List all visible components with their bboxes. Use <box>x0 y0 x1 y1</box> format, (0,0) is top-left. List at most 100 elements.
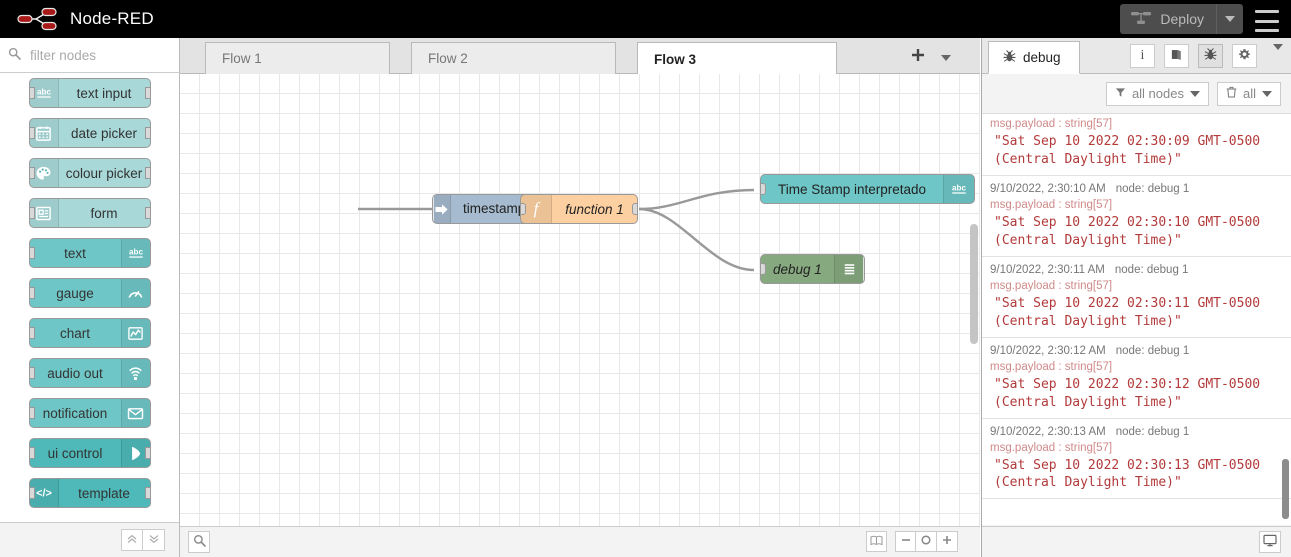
node-output-port[interactable] <box>632 203 637 215</box>
main-menu-button[interactable] <box>1255 8 1279 34</box>
clear-messages-button[interactable]: all <box>1216 81 1281 106</box>
palette-node-label: audio out <box>47 365 103 381</box>
node-input-port[interactable] <box>29 207 35 219</box>
debug-toggle-button[interactable] <box>863 255 864 283</box>
palette-node-chart[interactable]: chart <box>0 313 179 353</box>
node-input-port[interactable] <box>29 167 35 179</box>
node-input-port[interactable] <box>29 487 35 499</box>
debug-source-node[interactable]: node: debug 1 <box>1115 344 1190 357</box>
debug-message[interactable]: msg.payload : string[57]"Sat Sep 10 2022… <box>982 114 1291 176</box>
palette-node-ui-control[interactable]: ui control <box>0 433 179 473</box>
palette-node[interactable]: form <box>28 198 151 228</box>
navigator-button[interactable] <box>866 531 887 552</box>
sidebar-tabs-menu-button[interactable] <box>1273 44 1283 65</box>
node-input-port[interactable] <box>29 407 35 419</box>
node-input-port[interactable] <box>29 87 35 99</box>
deploy-options-button[interactable] <box>1216 4 1243 34</box>
canvas-search-button[interactable] <box>188 531 210 553</box>
palette-node-colour-picker[interactable]: colour picker <box>0 153 179 193</box>
debug-lines-icon <box>833 255 864 283</box>
debug-source-node[interactable]: node: debug 1 <box>1115 425 1190 438</box>
node-input-port[interactable] <box>29 327 35 339</box>
collapse-all-button[interactable] <box>121 529 143 551</box>
sidebar-button-help[interactable] <box>1164 44 1189 68</box>
abc-icon: abc <box>29 79 59 107</box>
palette-node[interactable]: colour picker <box>28 158 151 188</box>
inject-trigger-button[interactable] <box>433 195 434 223</box>
zoom-in-button[interactable] <box>937 531 958 552</box>
node-input-port[interactable] <box>521 203 526 215</box>
palette-node[interactable]: notification <box>28 398 151 428</box>
flow-node-inject[interactable]: timestamp ↻ <box>432 194 537 224</box>
canvas-vertical-scrollbar[interactable] <box>970 224 978 344</box>
palette-node[interactable]: date picker <box>28 118 151 148</box>
open-dashboard-button[interactable] <box>1259 531 1281 553</box>
filter-nodes-input[interactable] <box>28 46 172 64</box>
node-input-port[interactable] <box>761 183 766 195</box>
palette-node[interactable]: audio out <box>28 358 151 388</box>
expand-all-button[interactable] <box>143 529 165 551</box>
bug-icon <box>1003 49 1016 66</box>
palette-node[interactable]: </>template <box>28 478 151 508</box>
node-input-port[interactable] <box>29 287 35 299</box>
sidebar-button-information[interactable]: i <box>1130 44 1155 68</box>
node-input-port[interactable] <box>29 127 35 139</box>
palette-node[interactable]: chart <box>28 318 151 348</box>
flow-list-menu-button[interactable] <box>934 46 958 70</box>
flow-tab-1[interactable]: Flow 1 <box>205 42 390 74</box>
node-output-port[interactable] <box>144 127 150 139</box>
node-output-port[interactable] <box>144 487 150 499</box>
node-output-port[interactable] <box>144 207 150 219</box>
palette-node-label: colour picker <box>65 165 143 181</box>
wires-layer <box>358 188 755 272</box>
zoom-reset-button[interactable] <box>916 531 937 552</box>
debug-scrollbar[interactable] <box>1282 459 1289 519</box>
plus-icon <box>941 534 953 549</box>
node-input-port[interactable] <box>761 263 766 275</box>
flow-tab-2[interactable]: Flow 2 <box>411 42 616 74</box>
deploy-button[interactable]: Deploy <box>1120 4 1216 34</box>
tab-debug[interactable]: debug <box>988 41 1080 74</box>
palette-node-date-picker[interactable]: date picker <box>0 113 179 153</box>
node-input-port[interactable] <box>29 447 35 459</box>
search-icon <box>8 47 21 63</box>
node-output-port[interactable] <box>144 447 150 459</box>
palette-node[interactable]: gauge <box>28 278 151 308</box>
add-flow-button[interactable] <box>906 46 930 70</box>
sidebar-button-config[interactable] <box>1232 44 1257 68</box>
palette-node-form[interactable]: form <box>0 193 179 233</box>
palette-node-audio-out[interactable]: audio out <box>0 353 179 393</box>
filter-nodes-button[interactable]: all nodes <box>1105 81 1209 106</box>
node-output-port[interactable] <box>144 87 150 99</box>
debug-message-list[interactable]: msg.payload : string[57]"Sat Sep 10 2022… <box>982 113 1291 525</box>
zoom-out-button[interactable] <box>895 531 916 552</box>
debug-source-node[interactable]: node: debug 1 <box>1114 263 1189 276</box>
flow-node-debug[interactable]: debug 1 <box>760 254 865 284</box>
sidebar-button-debug[interactable] <box>1198 44 1223 68</box>
palette-node-template[interactable]: </>template <box>0 473 179 513</box>
node-input-port[interactable] <box>29 247 35 259</box>
palette-search[interactable] <box>0 38 179 73</box>
node-output-port[interactable] <box>144 167 150 179</box>
node-input-port[interactable] <box>29 367 35 379</box>
flow-tab-3[interactable]: Flow 3 <box>637 42 837 75</box>
palette-node-gauge[interactable]: gauge <box>0 273 179 313</box>
debug-source-node[interactable]: node: debug 1 <box>1115 182 1190 195</box>
palette-node[interactable]: ui control <box>28 438 151 468</box>
palette-node-notification[interactable]: notification <box>0 393 179 433</box>
debug-message-payload: "Sat Sep 10 2022 02:30:13 GMT-0500 (Cent… <box>994 457 1261 491</box>
